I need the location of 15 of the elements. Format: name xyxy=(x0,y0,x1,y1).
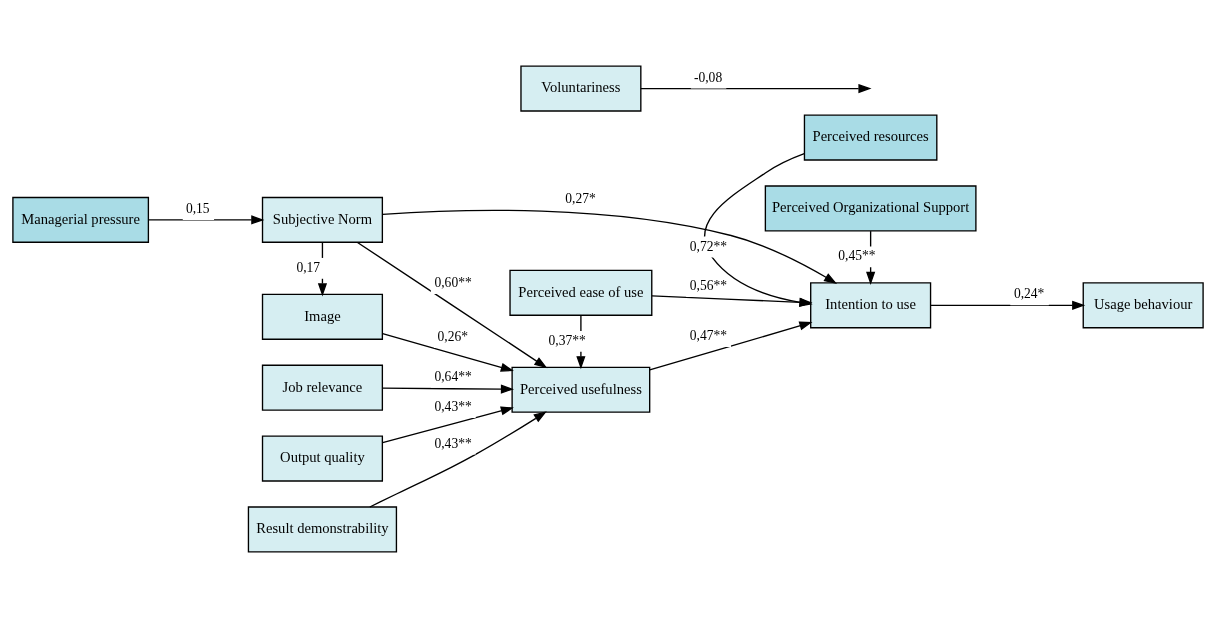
edge-label: 0,43** xyxy=(434,398,472,414)
edge-label: -0,08 xyxy=(693,69,723,85)
edge-label: 0,64** xyxy=(434,368,472,384)
edge-label: 0,24* xyxy=(1013,285,1045,301)
edge-label: 0,27* xyxy=(565,190,596,206)
edge-label: 0,43** xyxy=(434,435,472,451)
edge-label: 0,15 xyxy=(185,200,210,216)
edge-label: 0,45** xyxy=(838,247,876,263)
edge-label: 0,56** xyxy=(689,277,728,293)
edge-label: 0,47** xyxy=(689,327,728,343)
edge-label: 0,37** xyxy=(548,332,586,348)
edge-label: 0,72** xyxy=(689,238,728,254)
edge-label: 0,60** xyxy=(434,274,472,290)
edge-label: 0,26* xyxy=(437,328,469,344)
edge-label: 0,17 xyxy=(296,259,321,275)
